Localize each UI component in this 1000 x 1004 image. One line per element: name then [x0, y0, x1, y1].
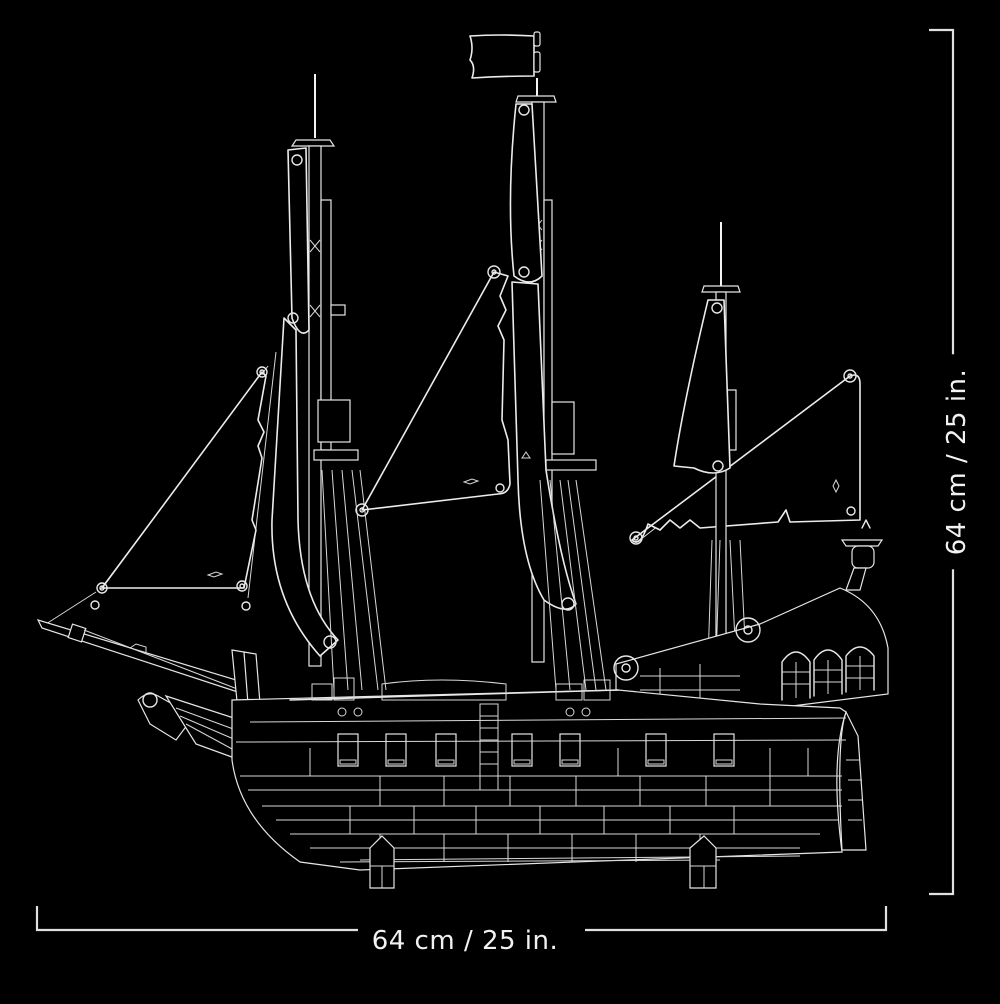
display-stand-rear [689, 835, 717, 889]
foremast [271, 74, 387, 691]
mizzenmast [673, 222, 747, 663]
stern-castle [613, 587, 889, 851]
height-dimension-line [929, 28, 955, 896]
deck-details [311, 677, 611, 717]
stern-lantern [840, 519, 884, 591]
display-stand-front [369, 835, 395, 889]
flag [469, 34, 535, 79]
fore-staysail [90, 366, 268, 611]
hull [231, 677, 847, 871]
bowsprit [36, 619, 257, 697]
mainmast [469, 31, 607, 691]
main-staysail [355, 265, 511, 517]
width-dimension-line [35, 906, 888, 932]
hull-planking [235, 717, 847, 863]
mizzen-lateen-sail [629, 369, 861, 545]
